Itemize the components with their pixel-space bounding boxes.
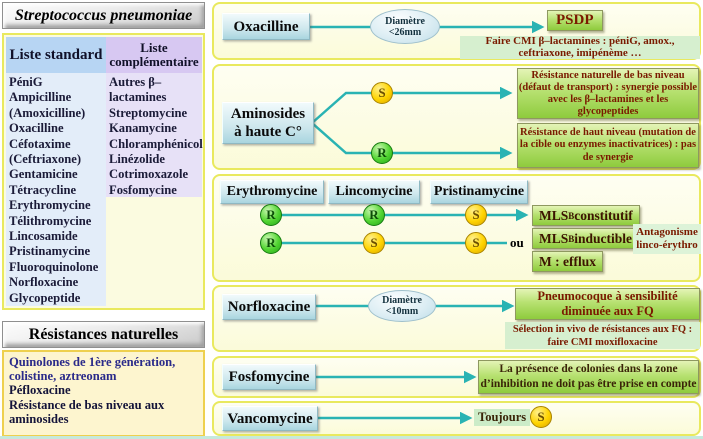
list-item: Erythromycine xyxy=(9,198,91,213)
natural-resistance-item: Quinolones de 1ère génération, colistine… xyxy=(9,355,176,384)
natural-resistances-title: Résistances naturelles xyxy=(2,321,205,348)
marker-r-badge: R xyxy=(260,204,282,226)
result-m-efflux: M : efflux xyxy=(532,251,603,272)
list-item: Linézolide xyxy=(109,152,165,167)
list-item: Streptomycine xyxy=(109,105,188,120)
drug-label-line: Aminosides xyxy=(230,106,306,122)
sidebar: Streptococcus pneumoniae Liste standard … xyxy=(0,0,212,439)
diameter-value: <26mm xyxy=(388,26,422,38)
result-toujours: Toujours xyxy=(474,409,531,426)
drug-label-line: à haute C° xyxy=(234,124,302,140)
result-psdp: PSDP xyxy=(547,10,603,31)
list-item: Autres β–lactamines xyxy=(109,75,167,105)
marker-r-badge: R xyxy=(260,232,282,254)
mls-text: constitutif xyxy=(574,207,633,223)
result-colonies-note: La présence de colonies dans la zone d’i… xyxy=(478,360,699,394)
complementary-list-column: Liste complémentaire Autres β–lactamines… xyxy=(106,37,203,198)
standard-list: PéniG Ampicilline (Amoxicilline) Oxacill… xyxy=(6,75,106,306)
result-high-level-resistance: Résistance de haut niveau (mutation de l… xyxy=(517,123,699,168)
note-cmi-betalactamines: Faire CMI β–lactamines : péniG, amox., c… xyxy=(460,35,700,59)
list-item: Cotrimoxazole xyxy=(109,167,189,182)
panel-vancomycine: Vancomycine Toujours S xyxy=(212,401,701,436)
panel-fosfomycine: Fosfomycine La présence de colonies dans… xyxy=(212,356,701,398)
diameter-condition: Diamètre <26mm xyxy=(370,9,440,44)
natural-resistance-item: Résistance de bas niveau aux aminosides xyxy=(9,397,165,426)
list-item: Fosfomycine xyxy=(109,182,177,197)
drug-label-lincomycine: Lincomycine xyxy=(328,180,420,204)
panel-mls: Erythromycine Lincomycine Pristinamycine… xyxy=(212,174,701,282)
flowchart-column: Oxacilline Diamètre <26mm PSDP Faire CMI… xyxy=(212,0,703,439)
drug-label-aminosides: Aminosides à haute C° xyxy=(222,102,314,144)
panel-oxacilline: Oxacilline Diamètre <26mm PSDP Faire CMI… xyxy=(212,2,701,60)
marker-s-badge: S xyxy=(465,204,487,226)
list-item: Chloramphénicol xyxy=(109,136,203,151)
marker-s-badge: S xyxy=(465,232,487,254)
drug-label-fosfomycine: Fosfomycine xyxy=(222,364,316,390)
diameter-word: Diamètre xyxy=(385,15,425,27)
list-item: Gentamicine xyxy=(9,167,78,182)
marker-s-badge: S xyxy=(530,406,552,428)
mls-text: MLS xyxy=(539,230,569,246)
list-item: (Amoxicilline) xyxy=(9,105,86,120)
result-fq-reduced-sensitivity: Pneumocoque à sensibilité diminuée aux F… xyxy=(515,288,700,320)
list-item: Oxacilline xyxy=(9,121,64,136)
diameter-word: Diamètre xyxy=(382,295,422,306)
mls-text: MLS xyxy=(539,207,569,223)
panel-norfloxacine: Norfloxacine Diamètre <10mm Pneumocoque … xyxy=(212,285,701,352)
marker-r-badge: R xyxy=(371,142,393,164)
standard-list-column: Liste standard PéniG Ampicilline (Amoxic… xyxy=(6,37,106,306)
list-item: Glycopeptide xyxy=(9,290,81,305)
list-item: Pristinamycine xyxy=(9,244,91,259)
complementary-list: Autres β–lactamines Streptomycine Kanamy… xyxy=(106,75,203,198)
list-item: Tétracycline xyxy=(9,182,77,197)
list-item: Céfotaxime xyxy=(9,136,71,151)
drug-label-erythromycine: Erythromycine xyxy=(220,180,324,204)
panel-aminosides: Aminosides à haute C° S R Résistance nat… xyxy=(212,64,701,170)
or-label: ou xyxy=(510,235,524,250)
mls-text: inductible xyxy=(574,230,633,246)
drug-label-oxacilline: Oxacilline xyxy=(222,13,310,40)
drug-label-vancomycine: Vancomycine xyxy=(222,406,318,431)
list-item: Kanamycine xyxy=(109,121,177,136)
list-item: Télithromycine xyxy=(9,213,92,228)
list-item: Fluoroquinolone xyxy=(9,259,99,274)
natural-resistances-panel: Quinolones de 1ère génération, colistine… xyxy=(2,350,205,437)
mls-sub: B xyxy=(568,210,575,221)
standard-list-header: Liste standard xyxy=(6,37,106,73)
marker-r-badge: R xyxy=(363,204,385,226)
mls-sub: B xyxy=(568,233,575,244)
complementary-list-header: Liste complémentaire xyxy=(106,37,202,73)
natural-resistance-item: Péfloxacine xyxy=(9,383,71,398)
bottom-border-strip xyxy=(0,436,703,439)
list-item: Norfloxacine xyxy=(9,275,79,290)
note-moxifloxacine-cmi: Sélection in vivo de résistances aux FQ … xyxy=(505,322,700,349)
list-item: (Ceftriaxone) xyxy=(9,152,82,167)
list-item: Ampicilline xyxy=(9,90,72,105)
list-item: Lincosamide xyxy=(9,229,78,244)
list-item: PéniG xyxy=(9,75,43,89)
antibiotic-lists-panel: Liste standard PéniG Ampicilline (Amoxic… xyxy=(2,33,205,310)
marker-s-badge: S xyxy=(363,232,385,254)
diameter-condition: Diamètre <10mm xyxy=(368,290,436,322)
species-title: Streptococcus pneumoniae xyxy=(2,2,205,29)
marker-s-badge: S xyxy=(371,82,393,104)
diameter-value: <10mm xyxy=(385,306,419,317)
annotation-antagonism: Antagonisme linco-érythro xyxy=(633,224,701,254)
drug-label-norfloxacine: Norfloxacine xyxy=(222,294,316,320)
drug-label-pristinamycine: Pristinamycine xyxy=(430,180,528,204)
result-low-level-resistance: Résistance naturelle de bas niveau (défa… xyxy=(517,68,699,119)
